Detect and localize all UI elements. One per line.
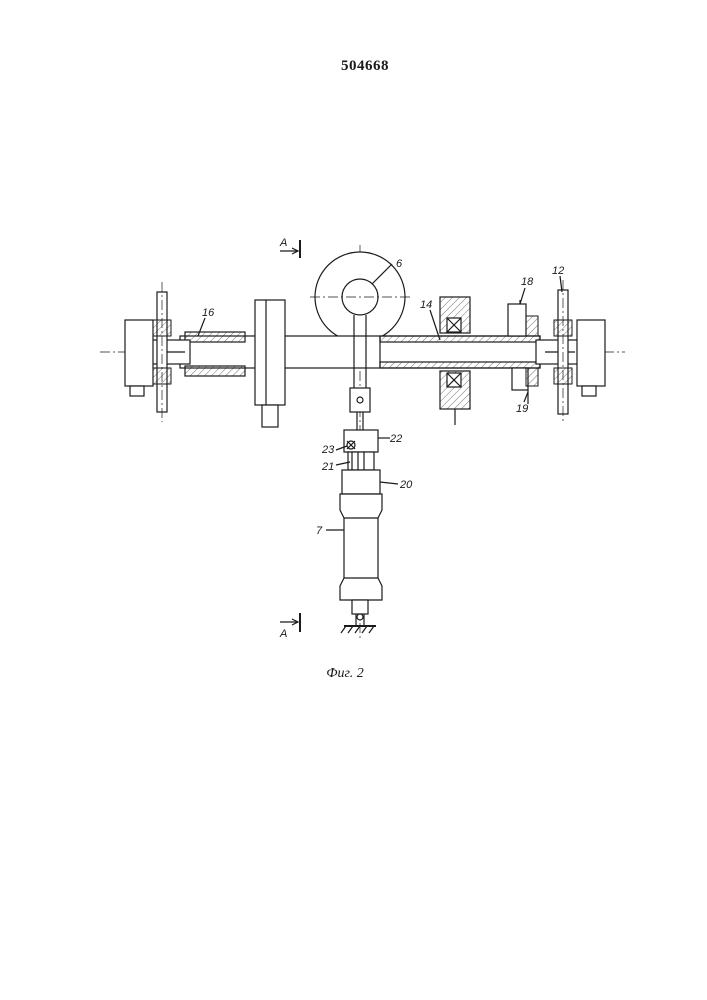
section-mark-bottom: A bbox=[279, 613, 300, 640]
label-6: 6 bbox=[396, 258, 403, 270]
section-label-top: A bbox=[279, 237, 287, 249]
label-18: 18 bbox=[521, 276, 534, 288]
label-22: 22 bbox=[389, 433, 402, 445]
label-7: 7 bbox=[316, 525, 323, 537]
label-12: 12 bbox=[552, 265, 564, 277]
label-14: 14 bbox=[420, 299, 432, 311]
label-16: 16 bbox=[202, 307, 215, 319]
clamp-22 bbox=[344, 430, 378, 452]
rod-21 bbox=[348, 452, 374, 470]
label-23: 23 bbox=[321, 444, 335, 456]
label-21: 21 bbox=[321, 461, 334, 473]
left-flange bbox=[255, 300, 285, 427]
section-mark-top: A bbox=[279, 237, 300, 258]
figure-caption: Фиг. 2 bbox=[300, 666, 390, 682]
label-19: 19 bbox=[516, 403, 528, 415]
label-20: 20 bbox=[399, 479, 413, 491]
cylinder-7 bbox=[340, 470, 382, 620]
section-label-bottom: A bbox=[279, 628, 287, 640]
